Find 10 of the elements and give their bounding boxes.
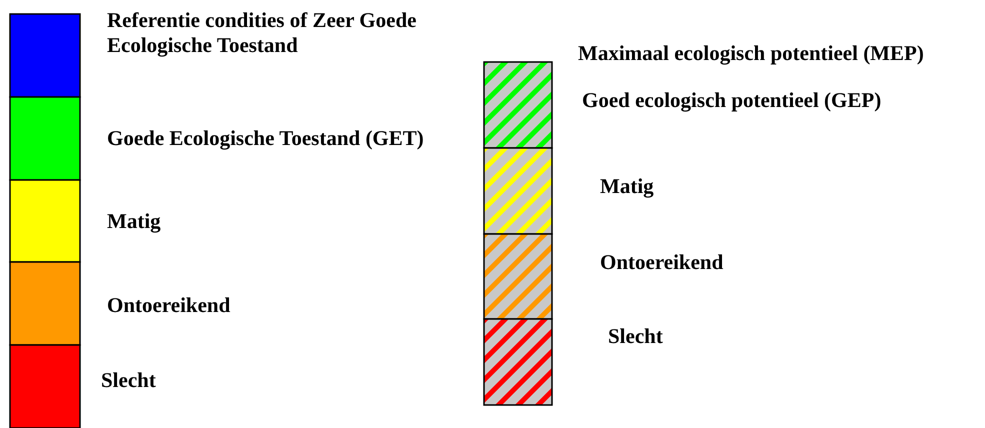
legend-text: Ontoereikend [107, 293, 230, 318]
legend-text: Slecht [608, 324, 663, 349]
legend-text: Matig [600, 174, 654, 199]
legend-text: Referentie condities of Zeer Goede Ecologische Toestand [107, 8, 418, 58]
legend-text: Slecht [101, 368, 156, 393]
scale-label: Maximaal ecologisch potentieel (MEP) [578, 41, 924, 66]
legend-text: Ontoereikend [600, 250, 724, 275]
legend-text: Goede Ecologische Toestand (GET) [107, 126, 424, 151]
legend-text: Matig [107, 209, 161, 234]
legend-text: Goed ecologisch potentieel (GEP) [582, 88, 882, 113]
